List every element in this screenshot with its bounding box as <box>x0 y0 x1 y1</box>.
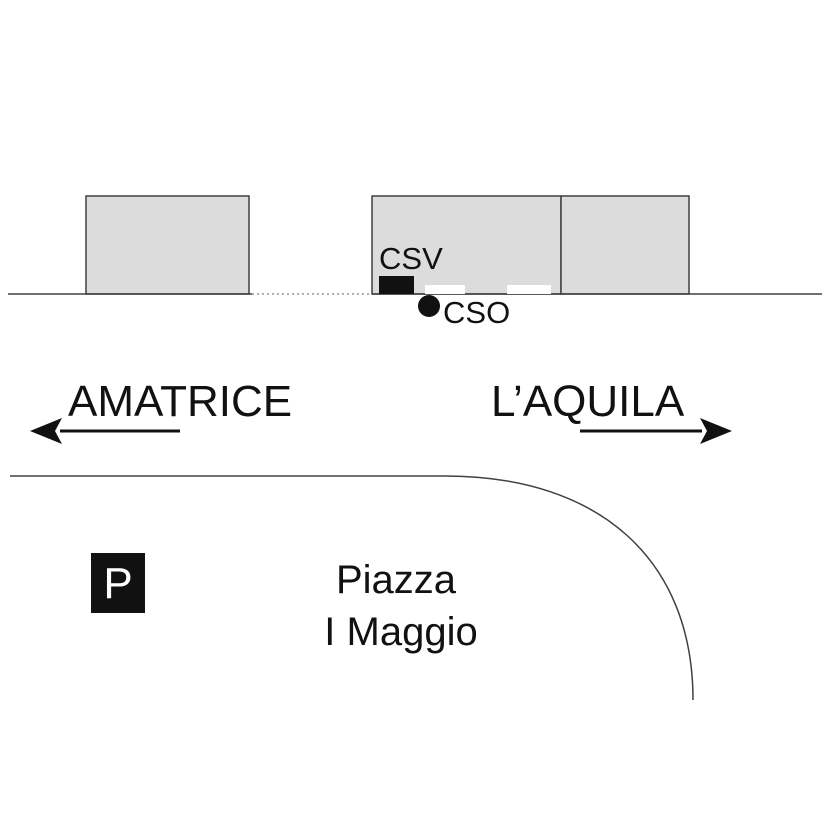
csv-label: CSV <box>379 241 443 276</box>
cso-label: CSO <box>443 295 510 330</box>
cso-station-dot <box>418 295 440 317</box>
entrance-marker-1 <box>425 285 465 294</box>
entrance-marker-2 <box>507 285 551 294</box>
csv-station-marker <box>379 276 414 294</box>
square-name-line1: Piazza <box>336 558 457 602</box>
parking-icon <box>91 553 145 613</box>
arrow-right-icon <box>700 418 732 444</box>
building-right <box>560 195 690 295</box>
amatrice-label: AMATRICE <box>68 377 292 426</box>
parking-symbol: P <box>103 559 132 608</box>
square-name-line2: I Maggio <box>324 610 477 654</box>
laquila-label: L’AQUILA <box>491 377 685 426</box>
street-edge-south <box>10 475 694 701</box>
arrow-left-icon <box>30 418 62 444</box>
building-left <box>85 195 250 295</box>
